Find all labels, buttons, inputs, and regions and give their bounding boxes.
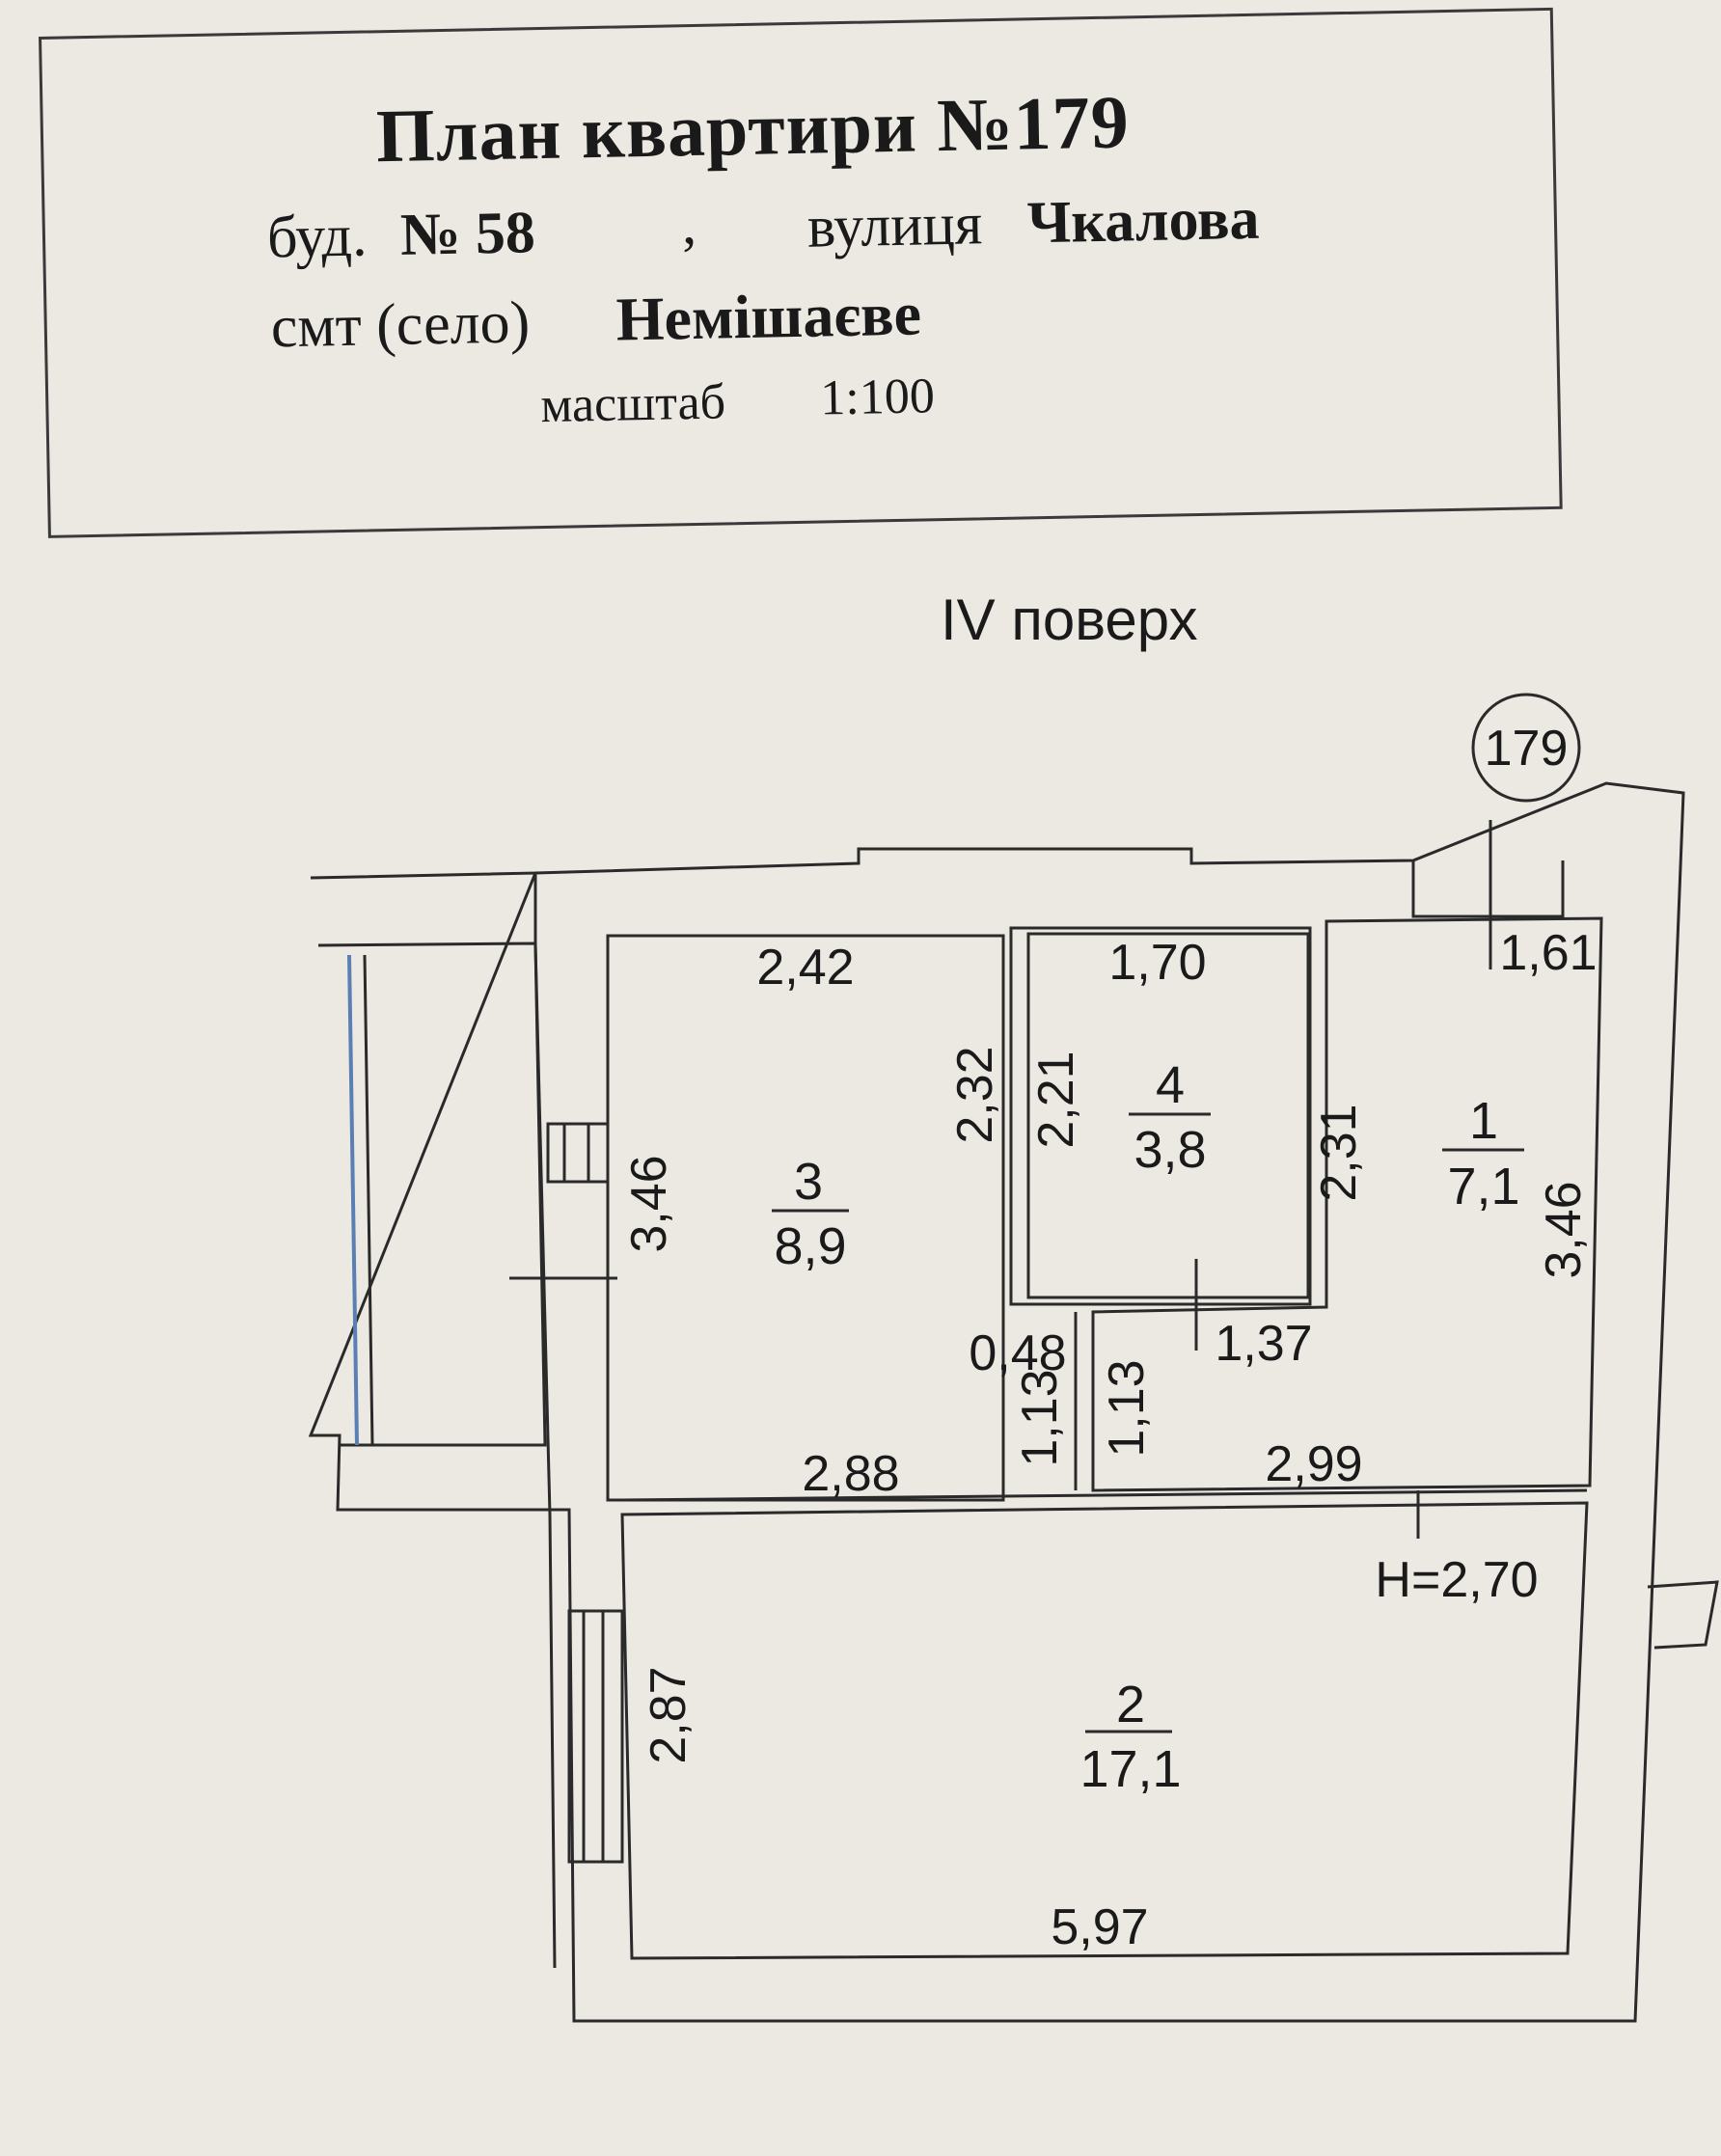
- room-4-area: 3,8: [1134, 1121, 1206, 1179]
- dim-room3-right: 2,32: [947, 1046, 1003, 1143]
- window-room-3: [546, 1122, 610, 1184]
- dim-room1-top: 1,61: [1499, 925, 1597, 981]
- ceiling-height: H=2,70: [1375, 1552, 1538, 1608]
- room-1-label: 1 7,1: [1442, 1092, 1524, 1215]
- room-2-outline: [620, 1501, 1589, 1960]
- room-1-area: 7,1: [1447, 1158, 1519, 1215]
- room-4-inner-outline: [1026, 932, 1310, 1299]
- floor-label: IV поверх: [941, 587, 1198, 652]
- room-4-label: 4 3,8: [1129, 1056, 1211, 1179]
- window-room-2: [567, 1609, 624, 1864]
- dim-room3-left: 3,46: [621, 1155, 677, 1252]
- entrance-niche: [1411, 860, 1565, 918]
- dim-room2-bottom: 5,97: [1051, 1899, 1148, 1955]
- dim-passage-right: 1,13: [1099, 1359, 1155, 1457]
- room-4-number: 4: [1156, 1056, 1185, 1114]
- apartment-badge: 179: [1485, 721, 1569, 777]
- dim-room3-bottom: 2,88: [802, 1446, 899, 1502]
- dim-room4-right: 2,31: [1311, 1104, 1367, 1201]
- annex-right: [1647, 1580, 1719, 1650]
- dim-room4-top: 1,70: [1108, 935, 1206, 991]
- room-1-number: 1: [1469, 1092, 1498, 1150]
- outer-wall: [308, 781, 1685, 2023]
- dim-room4-bottom: 1,37: [1215, 1316, 1312, 1372]
- apartment-badge-circle: [1471, 693, 1581, 803]
- passage-outline: [1074, 1312, 1095, 1490]
- dim-passage-width: 0,48: [969, 1325, 1066, 1381]
- dim-passage-left: 1,13: [1012, 1369, 1068, 1466]
- room-4-outline: [1009, 926, 1312, 1306]
- room-2-label: 2 17,1: [1079, 1676, 1181, 1798]
- dim-room3-top: 2,42: [756, 940, 854, 996]
- room-3-label: 3 8,9: [772, 1153, 849, 1275]
- room-2-area: 17,1: [1079, 1740, 1181, 1798]
- room-3-area: 8,9: [774, 1217, 846, 1275]
- partition-wall: [621, 1488, 1588, 1502]
- room-3-number: 3: [794, 1153, 823, 1211]
- dim-room1-right: 3,46: [1536, 1181, 1592, 1278]
- dim-room4-left: 2,21: [1028, 1051, 1084, 1148]
- room-3-outline: [606, 934, 1005, 1502]
- balcony-outline: [317, 942, 547, 1447]
- balcony-glass-inner: [363, 954, 374, 1446]
- dim-room1-bottom: 2,99: [1265, 1436, 1362, 1492]
- room-1-outline: [1091, 916, 1603, 1492]
- dim-room2-left: 2,87: [641, 1666, 697, 1763]
- room-2-number: 2: [1116, 1676, 1145, 1733]
- balcony-glass: [347, 954, 359, 1446]
- inner-wall-line: [533, 944, 557, 1969]
